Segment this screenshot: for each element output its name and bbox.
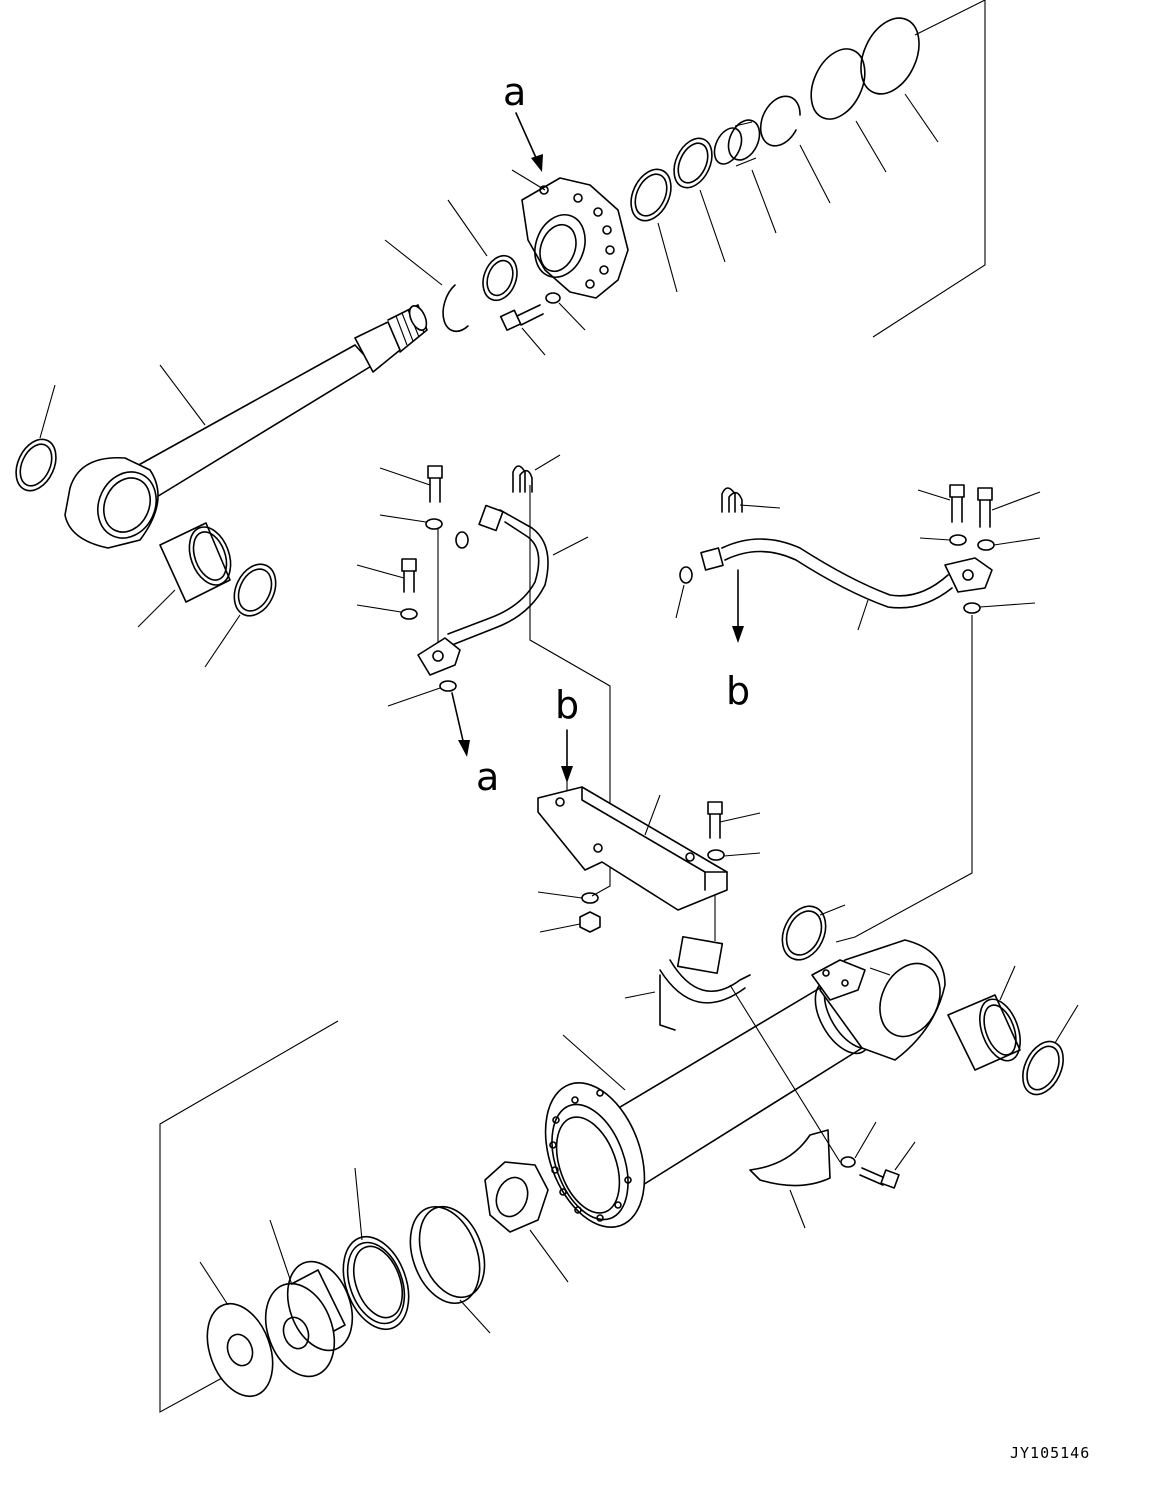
piston (264, 1219, 354, 1378)
left-washer-2 (356, 604, 418, 620)
head-bolt (499, 304, 546, 356)
right-bolt-1 (917, 484, 965, 523)
right-washer-2 (977, 537, 1041, 551)
plate-washer-lower (537, 891, 599, 904)
callout-a-bottom: a (476, 755, 499, 799)
svg-text:b: b (726, 669, 750, 713)
right-washer-1 (919, 534, 967, 546)
left-bolt-2 (356, 558, 417, 593)
clamp-bolt (859, 1141, 916, 1189)
svg-text:b: b (555, 683, 579, 727)
cylinder-head (511, 169, 629, 299)
svg-text:a: a (476, 755, 499, 799)
head-snap-ring (384, 239, 469, 333)
group-bracket-upper (872, 0, 986, 338)
clamp-washer (840, 1121, 877, 1168)
piston-nut (484, 1161, 569, 1283)
seal-ring-1 (673, 137, 726, 263)
hose-clamp-lower (729, 984, 841, 1229)
left-bolt-1 (379, 465, 443, 503)
head-washer (545, 292, 586, 331)
arrow-b-into-plate (561, 729, 573, 783)
plate-nut (539, 911, 601, 933)
svg-text:a: a (503, 70, 526, 114)
left-hose-flange (417, 637, 461, 676)
tube-seal-ring (781, 904, 846, 961)
cylinder-tube (562, 939, 946, 1189)
rod-seal-ring (15, 384, 57, 492)
rod-end-seal (204, 563, 277, 668)
piston-rod (64, 304, 428, 549)
bushing-small (713, 119, 777, 234)
o-ring-large-1 (860, 17, 939, 143)
callout-b-right: b (726, 669, 750, 713)
cylinder-bottom-flange (544, 1082, 646, 1228)
left-u-bolt (512, 454, 561, 493)
left-o-ring-small (455, 531, 469, 549)
callout-a-top: a (503, 70, 543, 172)
group-bracket-lower (159, 1020, 339, 1413)
left-washer-1 (379, 514, 443, 530)
right-o-ring-bottom (963, 602, 1036, 614)
plate-bolt (707, 801, 761, 839)
drawing-id: JY105146 (1010, 1444, 1090, 1462)
rod-bushing (137, 522, 232, 628)
right-u-bolt (721, 487, 781, 513)
arrow-to-a (451, 692, 470, 757)
piston-seal (342, 1167, 410, 1331)
wear-ring (409, 1205, 491, 1334)
hose-clamp-upper (624, 935, 751, 1031)
tube-end-seal (1022, 1004, 1079, 1096)
right-hose-pipe (700, 538, 953, 631)
right-hose-flange (944, 557, 993, 593)
left-o-ring-bottom (387, 680, 457, 707)
right-bolt-2 (977, 487, 1041, 528)
snap-ring (759, 95, 831, 204)
plate-washer (707, 849, 761, 861)
seal-ring-2 (630, 168, 678, 293)
bracket-plate (537, 786, 728, 911)
head-seal-ring (447, 199, 518, 302)
left-hose-pipe (447, 504, 589, 646)
tube-bushing (947, 965, 1021, 1071)
callout-b-plate: b (555, 683, 579, 727)
piston-washer (199, 1261, 274, 1398)
right-o-ring-small (675, 566, 693, 619)
o-ring-large-2 (810, 48, 887, 173)
arrow-to-b (732, 569, 744, 643)
